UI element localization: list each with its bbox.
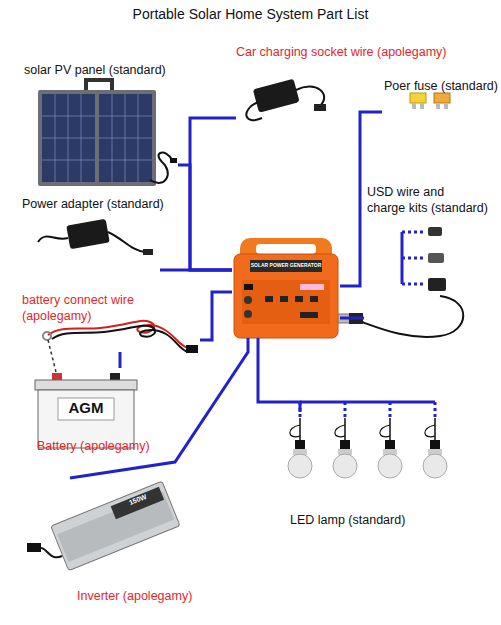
device-marking: 150W	[123, 491, 154, 510]
inverter-illustration	[27, 481, 180, 570]
wire-connector	[178, 165, 232, 270]
wire-connector	[190, 118, 236, 270]
power-adapter-illustration	[38, 219, 153, 255]
part-node: Poer fuse (standard)	[382, 78, 500, 118]
part-label: battery connect wire (apolegamy)	[22, 292, 140, 324]
part-label: Poer fuse (standard)	[384, 78, 500, 94]
battery-illustration	[35, 373, 137, 448]
part-label: Inverter (apolegamy)	[77, 588, 202, 604]
part-node: Power adapter (standard)	[20, 196, 160, 276]
part-node: USD wire and charge kits (standard)	[364, 178, 500, 343]
part-node: SOLAR POWER GENERATOR	[232, 238, 340, 338]
part-label: USD wire and charge kits (standard)	[367, 184, 499, 216]
wire-connector	[340, 317, 364, 320]
wire-connector	[200, 292, 232, 340]
wire-connector	[258, 338, 300, 412]
solar-panel-illustration	[38, 80, 177, 186]
part-label: Car charging socket wire (apolegamy)	[236, 44, 466, 60]
wire-connector	[119, 352, 122, 368]
device-marking: SOLAR POWER GENERATOR	[250, 262, 322, 269]
part-label: solar PV panel (standard)	[24, 62, 176, 78]
part-label: Battery (apolegamy)	[37, 438, 155, 454]
diagram-title: Portable Solar Home System Part List	[0, 5, 501, 23]
wrap-spacer	[459, 184, 499, 198]
wire-connector	[160, 269, 232, 272]
fuse-illustration	[410, 93, 450, 109]
part-label: LED lamp (standard)	[290, 512, 450, 528]
usb-kit-illustration	[336, 227, 463, 337]
battery-marking: AGM	[58, 399, 114, 417]
led-lamp-illustration	[288, 402, 447, 478]
part-node: battery connect wire (apolegamy)	[18, 290, 200, 352]
part-node: 150W Inverter (apolegamy)	[35, 478, 205, 608]
generator-unit-illustration	[234, 238, 338, 338]
part-label: Power adapter (standard)	[22, 196, 160, 212]
part-node: solar PV panel (standard)	[22, 60, 178, 192]
battery-wire-illustration	[43, 321, 198, 372]
part-node: AGM Battery (apolegamy)	[32, 368, 157, 458]
part-node: LED lamp (standard)	[285, 412, 460, 530]
car-charger-illustration	[246, 79, 326, 120]
